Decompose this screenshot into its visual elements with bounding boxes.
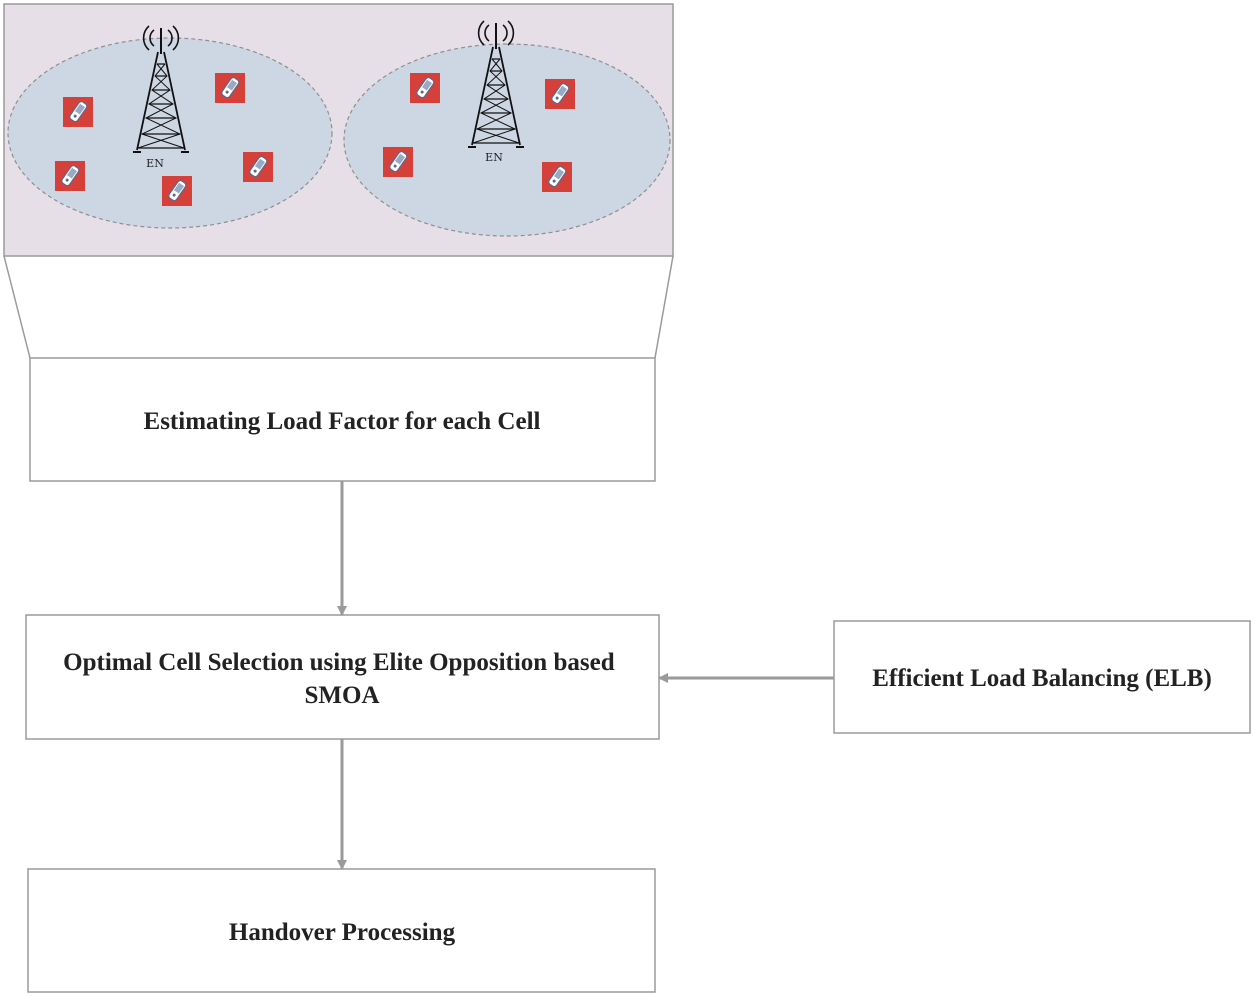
funnel-line-right [654, 255, 674, 359]
mobile-phone-icon [55, 161, 85, 191]
mobile-phone-icon [162, 176, 192, 206]
cell-selection-line-2: SMOA [305, 682, 380, 709]
handover-box [27, 868, 656, 993]
mobile-phone-icon [243, 152, 273, 182]
load-balancing-box [833, 620, 1251, 734]
cell-2-node-label: EN [485, 151, 503, 164]
cell-selection-line-1: Optimal Cell Selection using Elite Oppos… [63, 649, 615, 676]
cell-1-node-label: EN [146, 157, 164, 170]
cell-selection-label: Optimal Cell Selection using Elite Oppos… [63, 649, 621, 709]
funnel-line-left [3, 255, 31, 359]
cell-2 [343, 43, 671, 237]
mobile-phone-icon [542, 162, 572, 192]
mobile-phone-icon [545, 79, 575, 109]
load-balancing-label: Efficient Load Balancing (ELB) [872, 665, 1212, 692]
mobile-phone-icon [383, 147, 413, 177]
handover-label: Handover Processing [229, 919, 456, 946]
mobile-phone-icon [410, 73, 440, 103]
mobile-phone-icon [63, 97, 93, 127]
load-factor-box [29, 357, 656, 482]
cell-selection-box [25, 614, 660, 740]
load-factor-label: Estimating Load Factor for each Cell [144, 408, 541, 435]
mobile-phone-icon [215, 73, 245, 103]
